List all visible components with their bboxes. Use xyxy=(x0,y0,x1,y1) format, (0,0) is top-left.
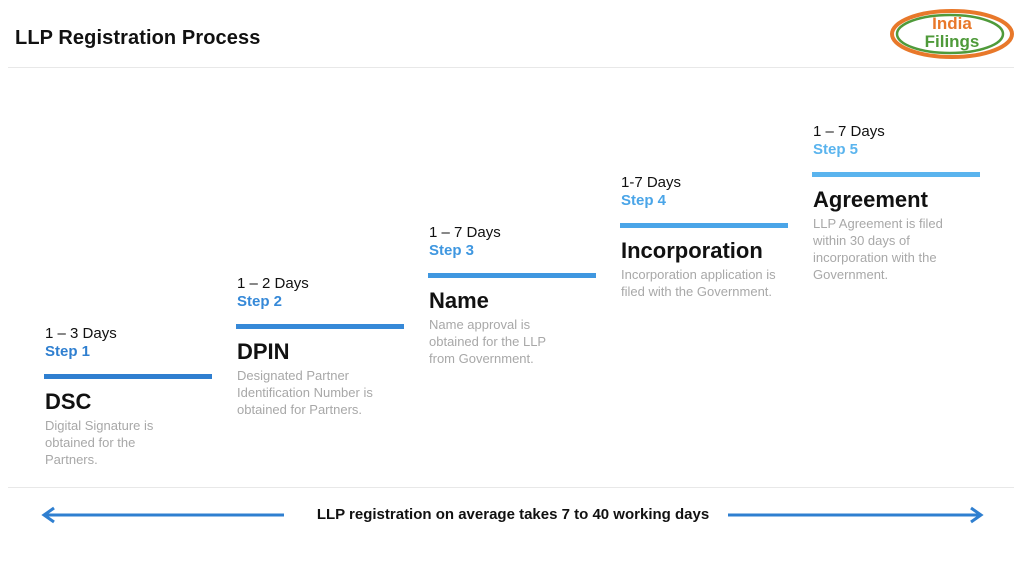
step-description: Incorporation application is filed with … xyxy=(621,267,776,299)
logo-text-india: India xyxy=(932,14,972,33)
step-description: LLP Agreement is filed within 30 days of… xyxy=(813,216,943,282)
step-label: Step 2 xyxy=(237,293,283,310)
step-description: Digital Signature is obtained for the Pa… xyxy=(45,418,154,467)
step-duration: 1 – 2 Days xyxy=(237,275,309,292)
step-label: Step 1 xyxy=(45,343,91,360)
step-name: DPIN xyxy=(237,339,290,364)
step-bar xyxy=(428,273,596,278)
logo-ellipse-icon xyxy=(890,9,1014,59)
timeline-arrow: LLP registration on average takes 7 to 4… xyxy=(40,503,986,527)
step-bar xyxy=(44,374,212,379)
step-bar xyxy=(620,223,788,228)
step-duration: 1 – 3 Days xyxy=(45,325,117,342)
step-name: Incorporation xyxy=(621,238,763,263)
step-1-dsc: 1 – 3 Days Step 1 DSC Digital Signature … xyxy=(44,325,215,468)
step-name: DSC xyxy=(45,389,92,414)
footer-divider xyxy=(8,487,1014,488)
step-bar xyxy=(812,172,980,177)
step-2-dpin: 1 – 2 Days Step 2 DPIN Designated Partne… xyxy=(236,275,407,418)
step-name: Agreement xyxy=(813,187,928,212)
india-filings-logo: India Filings xyxy=(890,9,1014,59)
step-label: Step 3 xyxy=(429,242,475,259)
header-divider xyxy=(8,67,1014,68)
step-description: Designated Partner Identification Number… xyxy=(237,368,373,417)
step-bar xyxy=(236,324,404,329)
step-label: Step 5 xyxy=(813,141,859,158)
step-3-name: 1 – 7 Days Step 3 Name Name approval is … xyxy=(428,224,599,367)
step-duration: 1 – 7 Days xyxy=(429,224,501,241)
step-description: Name approval is obtained for the LLP fr… xyxy=(429,317,546,366)
step-name: Name xyxy=(429,288,489,313)
double-arrow-icon xyxy=(41,506,984,524)
step-label: Step 4 xyxy=(621,192,667,209)
timeline-caption: LLP registration on average takes 7 to 4… xyxy=(316,506,710,523)
step-duration: 1-7 Days xyxy=(621,174,682,191)
step-5-agreement: 1 – 7 Days Step 5 Agreement LLP Agreemen… xyxy=(812,123,983,283)
step-4-incorporation: 1-7 Days Step 4 Incorporation Incorporat… xyxy=(620,174,791,300)
logo-text-filings: Filings xyxy=(924,32,980,51)
step-duration: 1 – 7 Days xyxy=(813,123,885,140)
page-title: LLP Registration Process xyxy=(15,27,261,49)
